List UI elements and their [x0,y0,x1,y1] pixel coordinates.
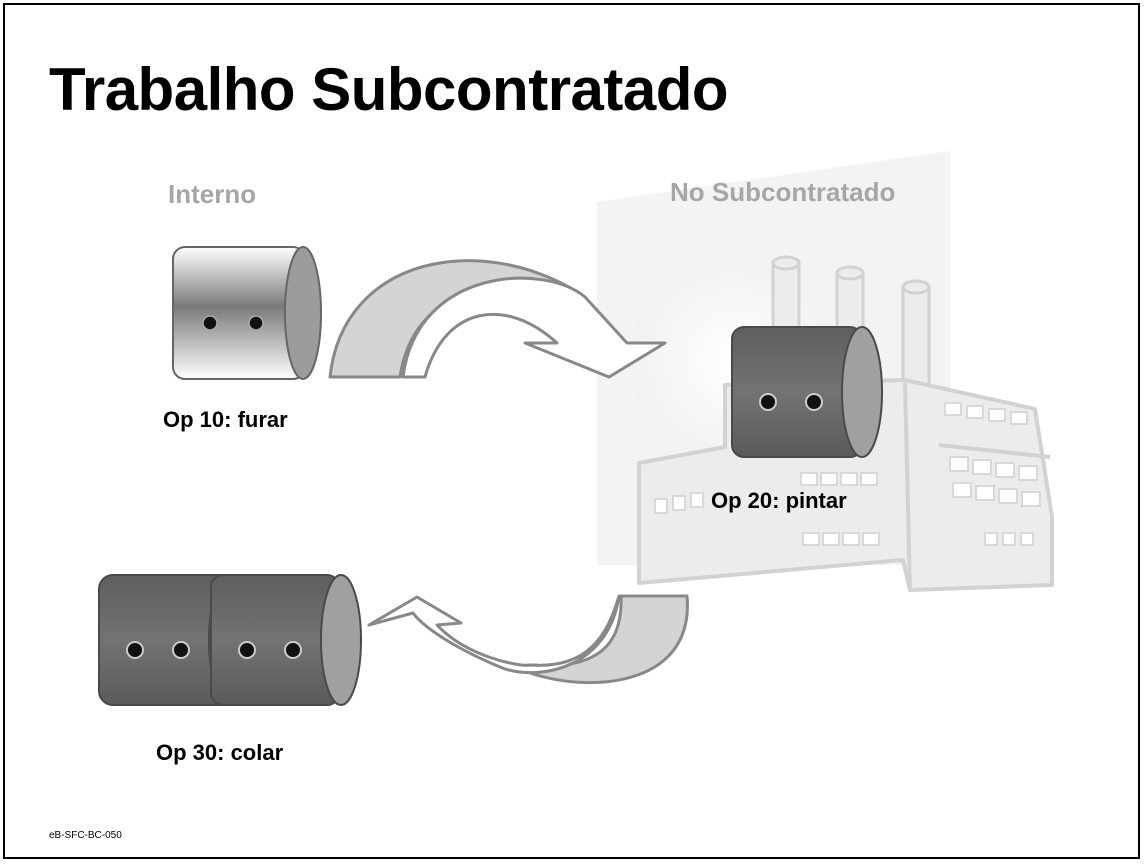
curved-arrow-icon [328,259,667,379]
curved-arrow-icon [367,594,689,685]
slide-title: Trabalho Subcontratado [49,56,729,123]
internal-label: Interno [168,179,257,209]
subcontract-label: No Subcontratado [670,177,896,207]
glued-cylinders-icon [98,574,362,706]
op30-label: Op 30: colar [156,740,284,765]
drilled-cylinder-icon [172,246,322,380]
op20-label: Op 20: pintar [711,488,847,513]
op10-label: Op 10: furar [163,407,288,432]
slide-code: eB-SFC-BC-050 [49,830,122,841]
diagram-art [98,151,1054,706]
slide: Trabalho Subcontratado Interno No Subcon… [3,3,1140,859]
painted-cylinder-icon [731,326,883,458]
